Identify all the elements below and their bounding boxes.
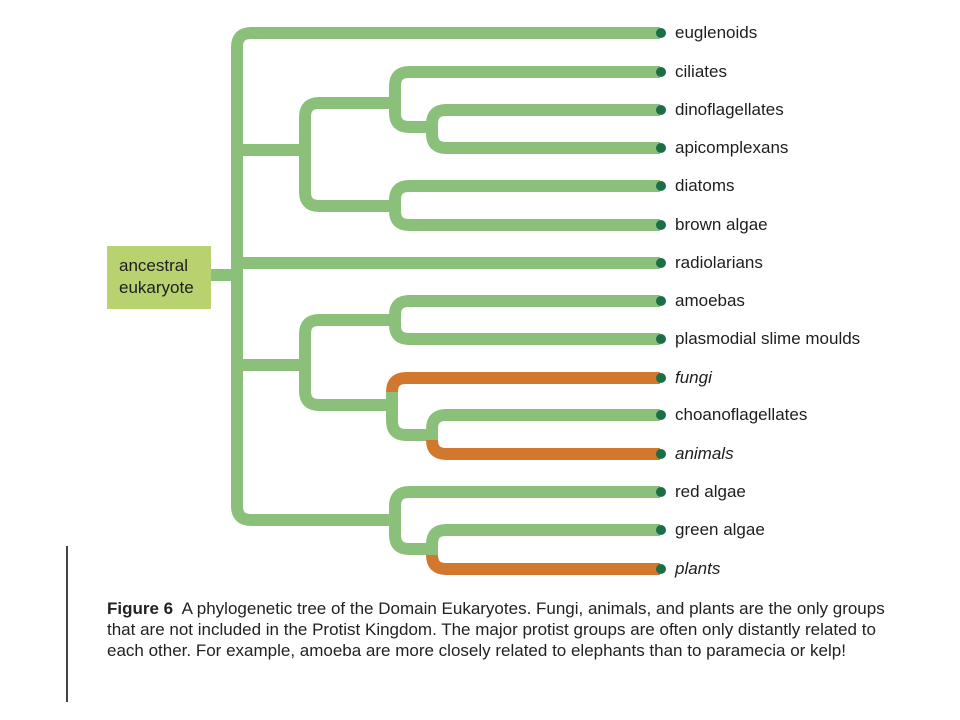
branch-amoebas	[389, 295, 660, 316]
caption-rule	[66, 546, 68, 702]
branch-apicomplexans	[426, 133, 660, 154]
figure-caption: Figure 6 A phylogenetic tree of the Doma…	[107, 598, 887, 661]
branch-green-plants	[389, 534, 432, 555]
leaf-label: euglenoids	[675, 23, 758, 42]
leaf-label: fungi	[675, 368, 712, 387]
branch-brown-algae	[389, 210, 660, 231]
branch-euglenoids	[231, 27, 660, 48]
leaf-dot	[656, 105, 666, 115]
branch-dinoflagellates	[426, 104, 660, 125]
leaf-dot	[656, 296, 666, 306]
leaf-label: plasmodial slime moulds	[675, 329, 861, 348]
leaf-dot	[656, 28, 666, 38]
branch-diatoms	[389, 180, 660, 201]
branch-fungi	[386, 372, 660, 393]
leaf-label: amoebas	[675, 291, 745, 310]
leaf-dot	[656, 334, 666, 344]
root-label-line2: eukaryote	[119, 278, 194, 297]
leaf-dot	[656, 258, 666, 268]
branch-opisthokonts	[299, 390, 392, 411]
branch-to-clade-c	[231, 505, 395, 526]
leaf-label: ciliates	[675, 62, 727, 81]
branch-choanoflagellates	[426, 409, 660, 430]
leaf-dot	[656, 449, 666, 459]
branch-slime-moulds	[389, 324, 660, 345]
leaf-dot	[656, 220, 666, 230]
leaf-label: diatoms	[675, 176, 735, 195]
leaf-label: green algae	[675, 520, 765, 539]
branch-dino-api	[389, 112, 432, 133]
leaf-label: apicomplexans	[675, 138, 789, 157]
leaf-dot	[656, 564, 666, 574]
leaf-label: brown algae	[675, 215, 768, 234]
ancestral-eukaryote-node: ancestral eukaryote	[107, 246, 211, 309]
branch-plants	[426, 554, 660, 575]
root-label-line1: ancestral	[119, 256, 188, 275]
leaf-dot	[656, 410, 666, 420]
leaf-label: plants	[675, 559, 721, 578]
branch-ciliates	[389, 66, 660, 87]
leaf-dot	[656, 373, 666, 383]
branch-green-algae	[426, 524, 660, 545]
leaf-dot	[656, 525, 666, 535]
leaf-dot	[656, 143, 666, 153]
leaf-label: radiolarians	[675, 253, 763, 272]
branch-holozoa	[386, 420, 432, 441]
branch-alveolates	[299, 97, 395, 118]
branch-amoebozoa	[299, 314, 395, 335]
branch-stramenopiles	[299, 191, 395, 212]
branch-animals	[426, 439, 660, 460]
leaf-label: animals	[675, 444, 734, 463]
leaf-label: red algae	[675, 482, 746, 501]
figure-label: Figure 6	[107, 599, 174, 618]
leaf-label: dinoflagellates	[675, 100, 784, 119]
leaf-dot	[656, 487, 666, 497]
branch-red-algae	[389, 486, 660, 507]
leaf-label: choanoflagellates	[675, 405, 808, 424]
caption-text: A phylogenetic tree of the Domain Eukary…	[107, 599, 885, 660]
leaf-dot	[656, 67, 666, 77]
leaf-dot	[656, 181, 666, 191]
